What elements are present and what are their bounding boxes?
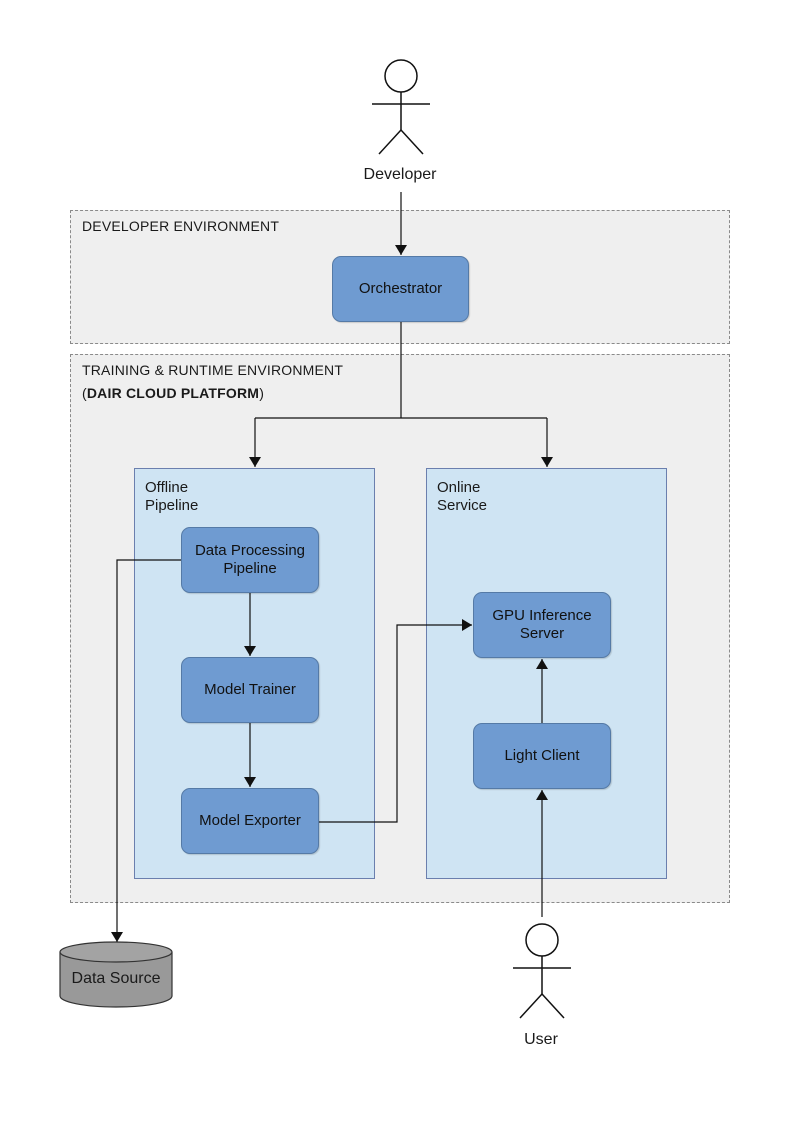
training-environment-label: TRAINING & RUNTIME ENVIRONMENT (82, 362, 344, 378)
data-source-label: Data Source (71, 970, 161, 987)
online-service-panel: Online Service (426, 468, 667, 879)
orchestrator-node[interactable]: Orchestrator (332, 256, 469, 322)
online-service-label: Online Service (437, 479, 488, 514)
model-trainer-node[interactable]: Model Trainer (181, 657, 319, 723)
training-environment-sublabel: (DAIR CLOUD PLATFORM) (82, 385, 265, 401)
developer-actor-icon (372, 59, 430, 155)
data-processing-pipeline-node[interactable]: Data Processing Pipeline (181, 527, 319, 593)
data-source-cylinder-icon[interactable] (58, 940, 176, 1010)
data-processing-pipeline-label: Data Processing Pipeline (194, 542, 306, 577)
light-client-node[interactable]: Light Client (473, 723, 611, 789)
offline-pipeline-label: Offline Pipeline (145, 479, 199, 514)
developer-environment-label: DEVELOPER ENVIRONMENT (82, 218, 280, 234)
developer-label: Developer (363, 166, 437, 183)
user-actor-icon (513, 923, 571, 1019)
user-label: User (524, 1031, 558, 1048)
platform-name: DAIR CLOUD PLATFORM (86, 385, 260, 401)
gpu-inference-server-label: GPU Inference Server (492, 607, 592, 642)
gpu-inference-server-node[interactable]: GPU Inference Server (473, 592, 611, 658)
model-exporter-node[interactable]: Model Exporter (181, 788, 319, 854)
